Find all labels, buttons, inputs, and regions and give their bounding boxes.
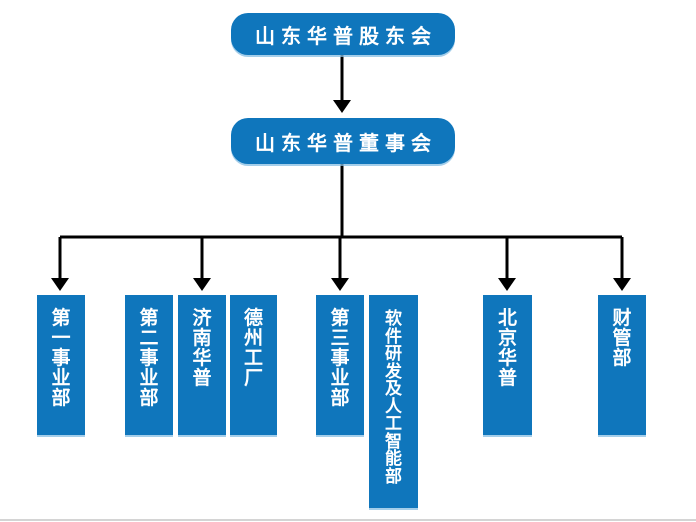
org-node-dezhou-factory-label: 德州工厂 (243, 308, 263, 389)
arrow-drop-1 (51, 237, 69, 291)
footer-divider (0, 519, 696, 521)
arrow-drop-5 (613, 237, 631, 291)
org-node-jinan-huapu-label: 济南华普 (192, 308, 212, 389)
org-node-first-division[interactable]: 第一事业部 (37, 295, 85, 435)
org-node-second-division[interactable]: 第二事业部 (125, 295, 173, 435)
org-node-first-division-label: 第一事业部 (51, 308, 71, 409)
org-node-beijing-huapu[interactable]: 北京华普 (483, 295, 532, 435)
org-node-board-label: 山东华普董事会 (255, 132, 437, 155)
org-node-dezhou-factory[interactable]: 德州工厂 (230, 295, 277, 435)
org-node-jinan-huapu[interactable]: 济南华普 (178, 295, 226, 435)
org-node-software-ai-dept[interactable]: 软件研发及人工智能部 (369, 295, 418, 508)
arrow-drop-2 (193, 237, 211, 291)
arrow-root-to-board (333, 55, 351, 113)
arrow-drop-3 (331, 237, 349, 291)
org-node-third-division[interactable]: 第三事业部 (316, 295, 364, 435)
org-node-shareholders-label: 山东华普股东会 (255, 25, 437, 48)
org-node-finance-dept[interactable]: 财管部 (598, 295, 646, 435)
arrow-drop-4 (498, 237, 516, 291)
org-node-shareholders[interactable]: 山东华普股东会 (231, 13, 455, 55)
org-node-beijing-huapu-label: 北京华普 (497, 308, 517, 389)
org-node-third-division-label: 第三事业部 (330, 308, 350, 409)
org-node-board[interactable]: 山东华普董事会 (231, 118, 455, 164)
org-node-software-ai-dept-label: 软件研发及人工智能部 (385, 309, 402, 486)
org-node-finance-dept-label: 财管部 (612, 308, 632, 369)
org-node-second-division-label: 第二事业部 (139, 308, 159, 409)
